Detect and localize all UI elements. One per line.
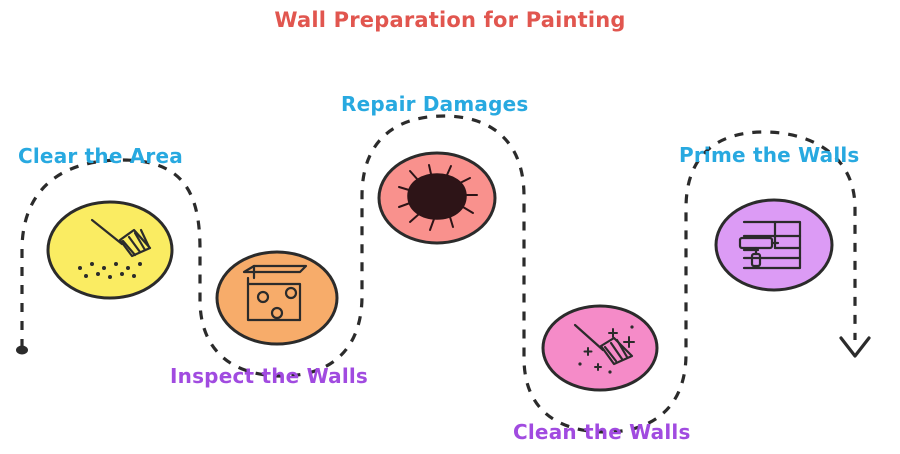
page-title: Wall Preparation for Painting bbox=[274, 8, 626, 32]
path-start-dot bbox=[16, 345, 28, 355]
step-circle-1 bbox=[46, 200, 174, 300]
step-circle-2 bbox=[215, 250, 339, 346]
step-node-clean-the-walls[interactable] bbox=[541, 304, 659, 392]
broom-sweeping-dust-icon bbox=[90, 218, 152, 258]
dashed-flow-path bbox=[16, 114, 871, 434]
step-node-prime-the-walls[interactable] bbox=[714, 198, 834, 292]
step-label-inspect-the-walls: Inspect the Walls bbox=[170, 364, 369, 388]
step-label-repair-damages: Repair Damages bbox=[341, 92, 529, 116]
paint-roller-wall-icon bbox=[738, 220, 802, 270]
dust-particles-icon bbox=[78, 262, 142, 279]
step-node-clear-the-area[interactable] bbox=[46, 200, 174, 300]
step-label-clean-the-walls: Clean the Walls bbox=[513, 420, 691, 444]
damaged-wall-icon bbox=[242, 264, 308, 322]
wall-hole-icon bbox=[398, 164, 478, 231]
broom-sparkles-icon bbox=[573, 323, 634, 366]
step-label-clear-the-area: Clear the Area bbox=[18, 144, 183, 168]
step-node-inspect-the-walls[interactable] bbox=[215, 250, 339, 346]
step-label-prime-the-walls: Prime the Walls bbox=[679, 143, 860, 167]
sparkle-marks-icon bbox=[578, 325, 635, 374]
path-end-arrow bbox=[839, 336, 871, 358]
step-node-repair-damages[interactable] bbox=[377, 151, 497, 245]
